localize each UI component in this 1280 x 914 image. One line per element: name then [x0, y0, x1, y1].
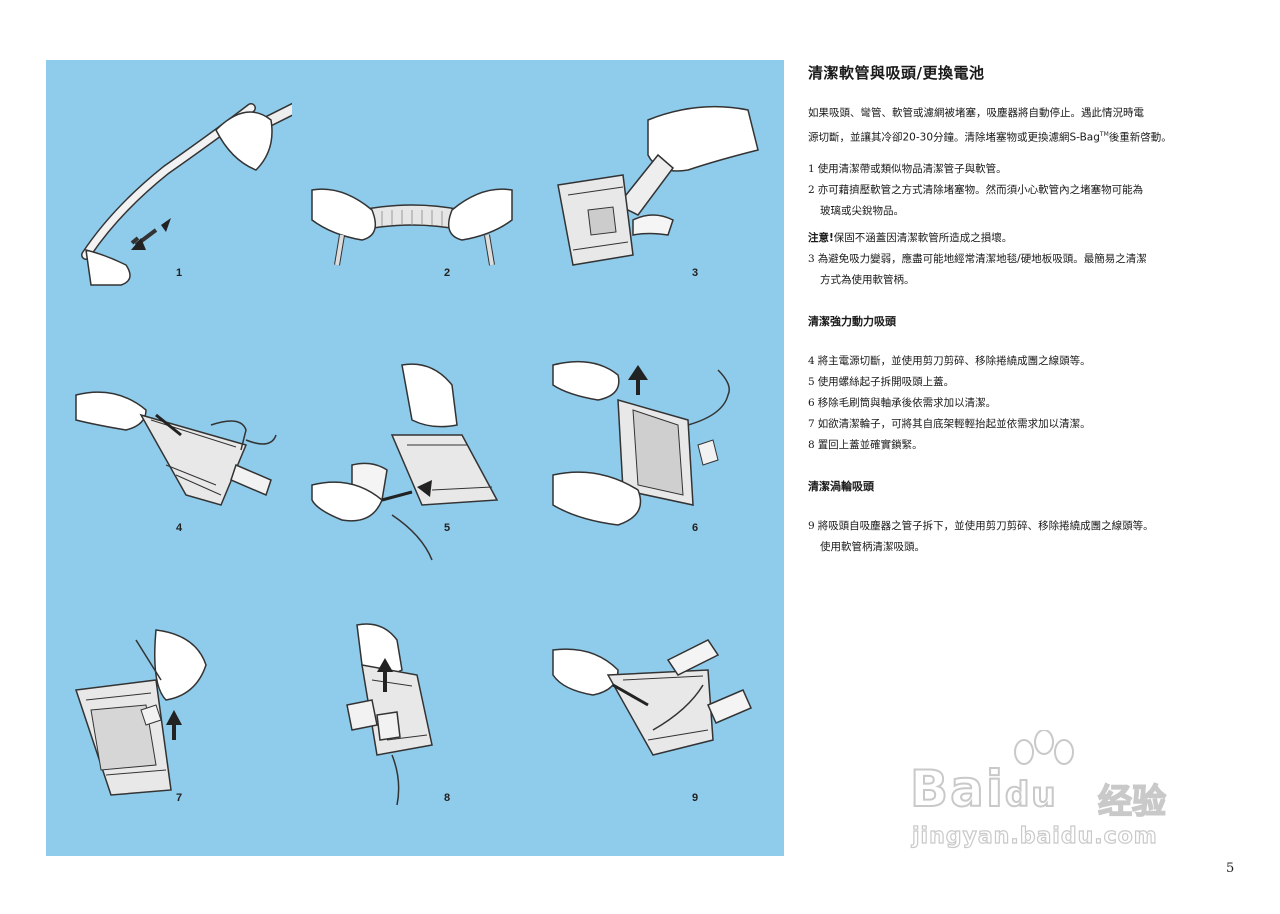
step-number: 8	[444, 792, 451, 804]
illustration-step-2: 2	[292, 60, 538, 325]
illustration-step-8: 8	[292, 590, 538, 855]
illustration-step-9: 9	[538, 590, 784, 855]
illustration-step-1: 1	[46, 60, 292, 325]
step-number: 6	[692, 522, 699, 534]
note-text: 保固不涵蓋因清潔軟管所造成之損壞。	[833, 231, 1013, 244]
note-label: 注意!	[808, 231, 834, 244]
watermark-brand: Baidu	[909, 759, 1058, 819]
illustration-step-7: 7	[46, 590, 292, 855]
page-title: 清潔軟管與吸頭/更換電池	[808, 64, 985, 82]
paw-logo-icon	[1014, 730, 1074, 765]
page-number: 5	[1226, 861, 1235, 876]
section-heading-turbo-nozzle: 清潔渦輪吸頭	[808, 479, 874, 493]
intro-line-2a: 源切斷，並讓其冷卻20-30分鐘。清除堵塞物或更換濾網S-Bag	[808, 131, 1100, 144]
step-number: 9	[692, 792, 699, 804]
step-number: 7	[176, 792, 183, 804]
watermark-experience: 经验	[1097, 781, 1167, 823]
illustration-panel: 1 2 3	[46, 60, 784, 856]
illustration-step-5: 5	[292, 325, 538, 590]
intro-paragraph: 如果吸頭、彎管、軟管或濾網被堵塞，吸塵器將自動停止。遇此情況時電 源切斷，並讓其…	[808, 103, 1238, 149]
step-number: 5	[444, 522, 451, 534]
step-number: 2	[444, 267, 451, 279]
illustration-step-4: 4	[46, 325, 292, 590]
section-heading-power-nozzle: 清潔強力動力吸頭	[808, 314, 896, 328]
step-number: 4	[176, 522, 183, 534]
illustration-step-6: 6	[538, 325, 784, 590]
warranty-note: 注意!保固不涵蓋因清潔軟管所造成之損壞。	[808, 228, 1238, 249]
watermark-url: jingyan.baidu.com	[911, 823, 1158, 849]
instructions-column: 清潔軟管與吸頭/更換電池 如果吸頭、彎管、軟管或濾網被堵塞，吸塵器將自動停止。遇…	[808, 62, 1238, 558]
intro-line-2b: 後重新啓動。	[1108, 131, 1172, 144]
intro-line-1: 如果吸頭、彎管、軟管或濾網被堵塞，吸塵器將自動停止。遇此情況時電	[808, 107, 1144, 119]
step-number: 1	[176, 267, 183, 279]
step-number: 3	[692, 267, 699, 279]
trademark-mark: TM	[1099, 131, 1109, 138]
baidu-watermark: Baidu 经验 jingyan.baidu.com	[909, 730, 1200, 860]
illustration-step-3: 3	[538, 60, 784, 325]
